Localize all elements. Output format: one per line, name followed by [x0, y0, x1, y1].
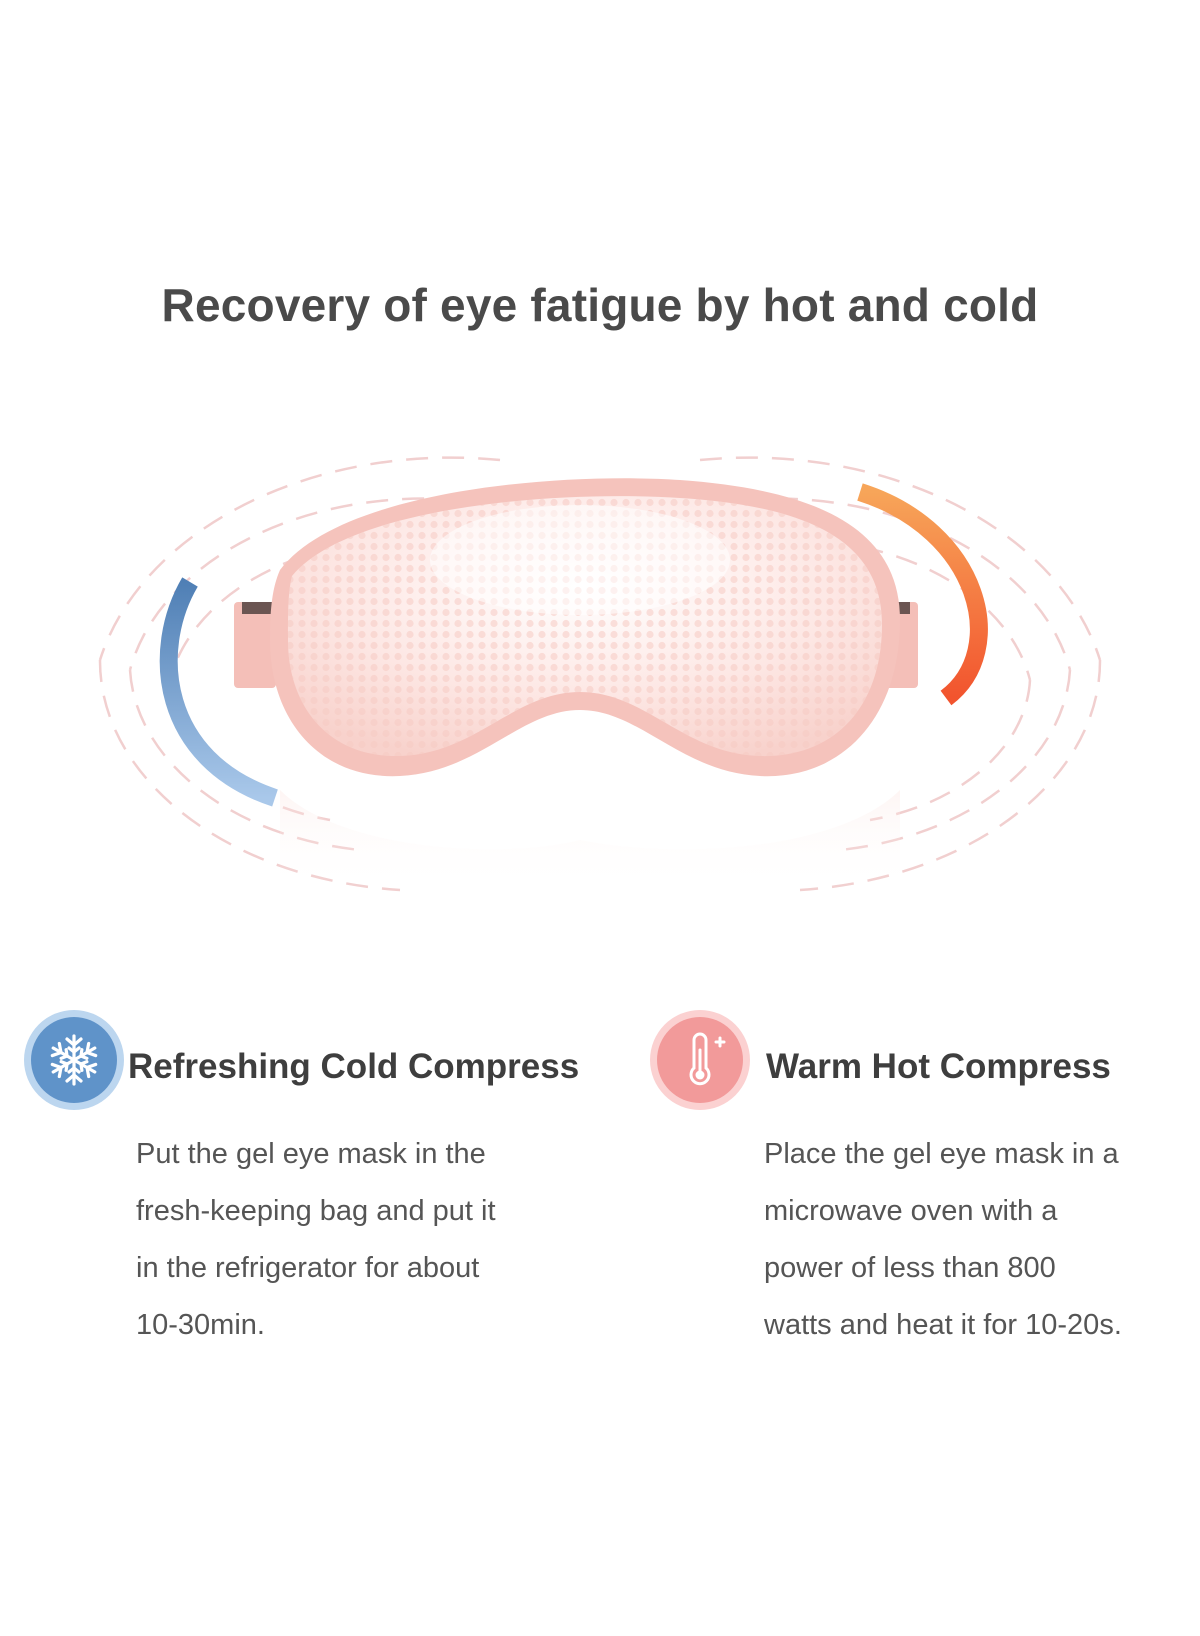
cold-compress-title: Refreshing Cold Compress: [128, 1047, 580, 1086]
description-line: 10-30min.: [136, 1309, 265, 1341]
eye-mask-illustration: [98, 456, 1102, 892]
mask-reflection: [280, 790, 900, 890]
page-title: Recovery of eye fatigue by hot and cold: [161, 279, 1039, 331]
snowflake-icon: [48, 1034, 100, 1086]
description-line: power of less than 800: [764, 1252, 1056, 1284]
mask-strap-left: [234, 602, 276, 688]
hot-compress-description: Place the gel eye mask in a microwave ov…: [764, 1126, 1184, 1354]
description-line: Put the gel eye mask in the: [136, 1138, 486, 1170]
cold-badge: [24, 1010, 124, 1110]
hot-badge: [650, 1010, 750, 1110]
hot-arc: [857, 483, 988, 706]
description-line: fresh-keeping bag and put it: [136, 1195, 496, 1227]
description-line: in the refrigerator for about: [136, 1252, 480, 1284]
cold-compress-description: Put the gel eye mask in the fresh-keepin…: [136, 1126, 576, 1354]
thermometer-icon: [689, 1032, 726, 1086]
description-line: watts and heat it for 10-20s.: [764, 1309, 1122, 1341]
cold-arc: [159, 577, 278, 807]
description-line: microwave oven with a: [764, 1195, 1058, 1227]
description-line: Place the gel eye mask in a: [764, 1138, 1119, 1170]
hot-compress-title: Warm Hot Compress: [766, 1047, 1111, 1086]
